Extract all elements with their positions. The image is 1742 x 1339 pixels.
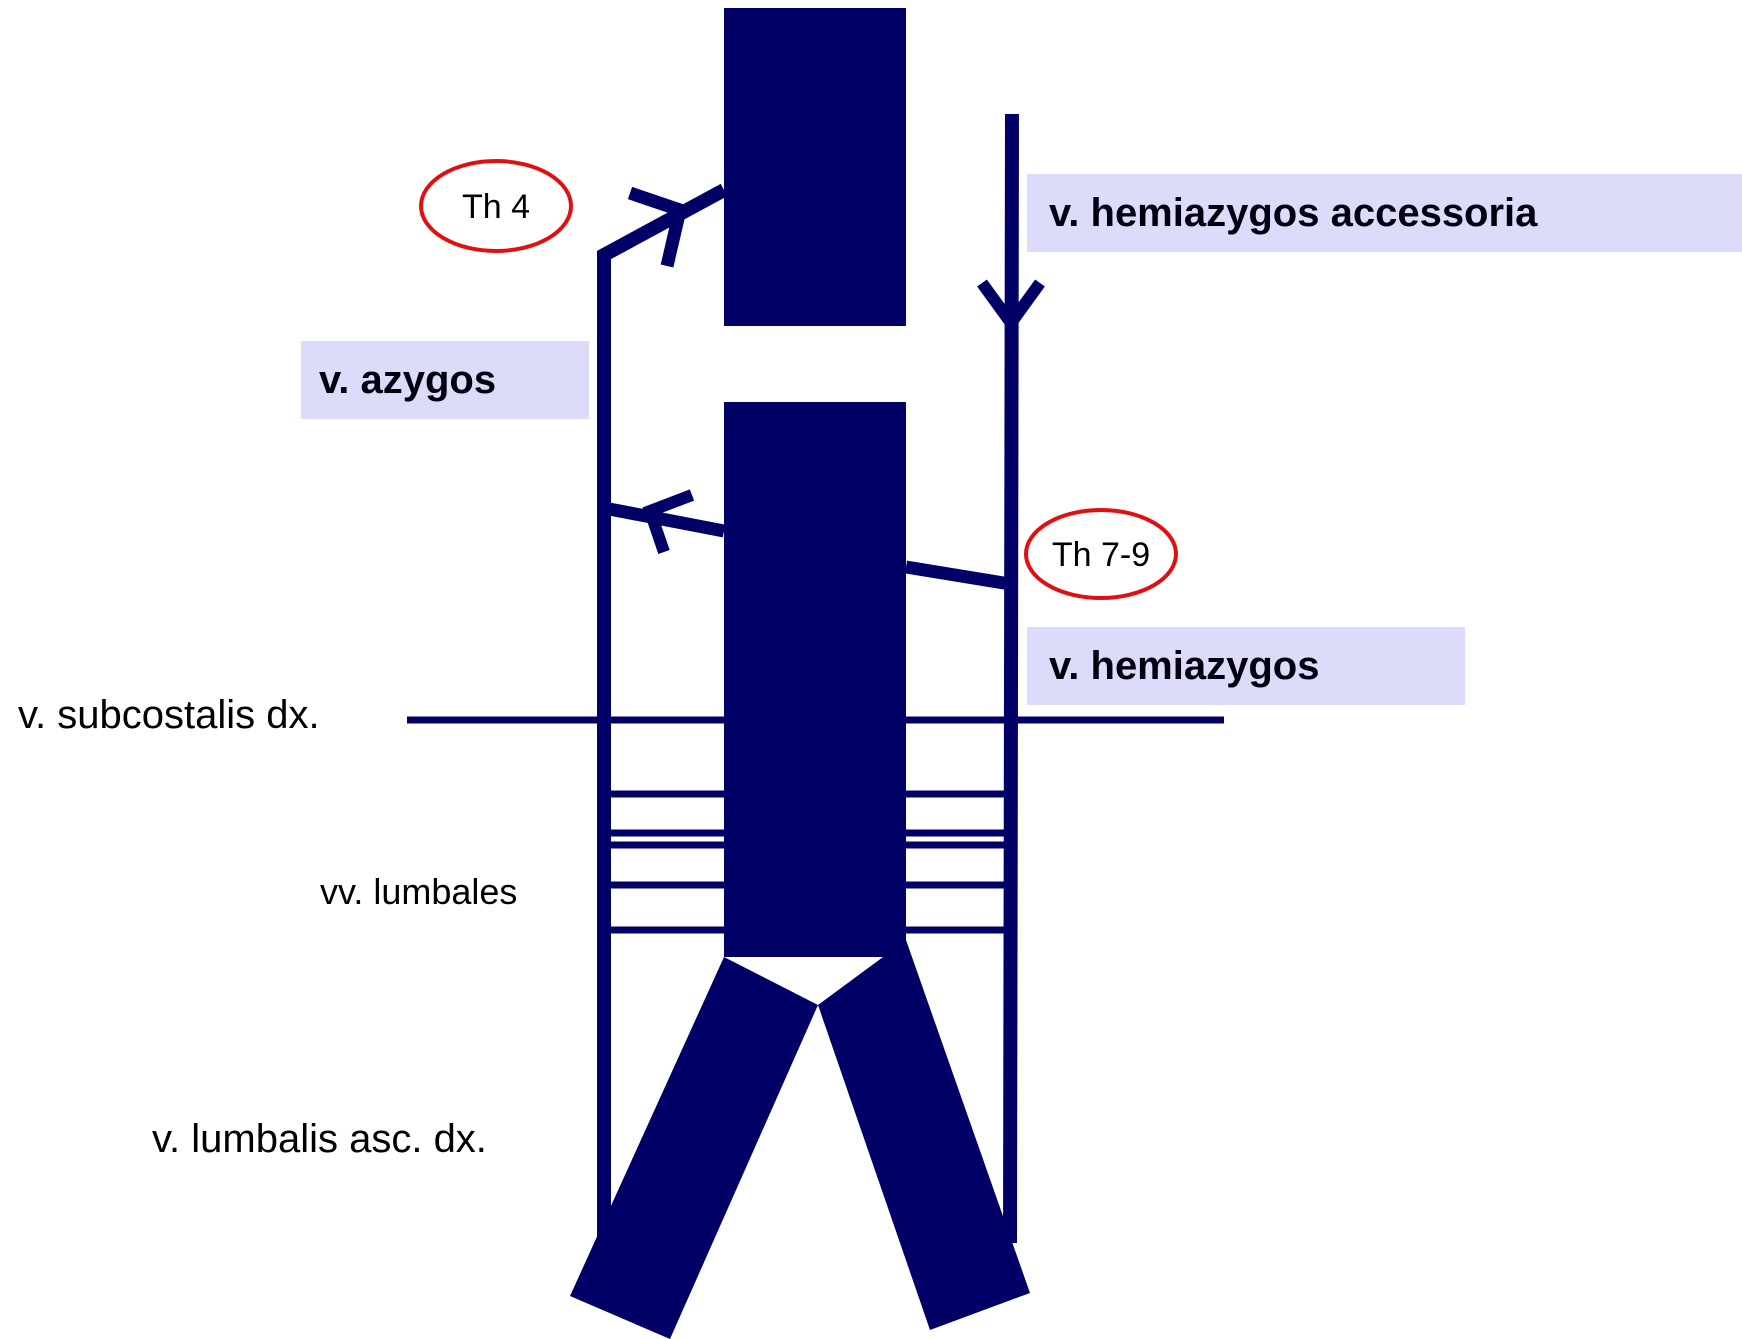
label-hemiazygos-text: v. hemiazygos — [1049, 644, 1319, 689]
vena-cava-inferior — [724, 402, 906, 957]
label-hemiazygos-accessoria-text: v. hemiazygos accessoria — [1049, 191, 1537, 236]
label-lumbalis-asc: v. lumbalis asc. dx. — [152, 1117, 487, 1162]
label-azygos: v. azygos — [301, 341, 589, 419]
iliac-vein-left — [818, 940, 1030, 1330]
label-azygos-text: v. azygos — [319, 358, 496, 403]
vena-cava-superior — [724, 8, 906, 326]
label-hemiazygos-accessoria: v. hemiazygos accessoria — [1027, 174, 1742, 252]
label-lumbales: vv. lumbales — [320, 871, 517, 913]
label-hemiazygos: v. hemiazygos — [1027, 627, 1465, 705]
level-label-th4: Th 4 — [462, 188, 530, 226]
hemiazygos-cross-right — [906, 567, 1010, 584]
label-subcostalis: v. subcostalis dx. — [18, 693, 320, 738]
hemiazygos-accessoria-vein — [1010, 114, 1012, 1243]
level-label-th79: Th 7-9 — [1052, 536, 1150, 574]
